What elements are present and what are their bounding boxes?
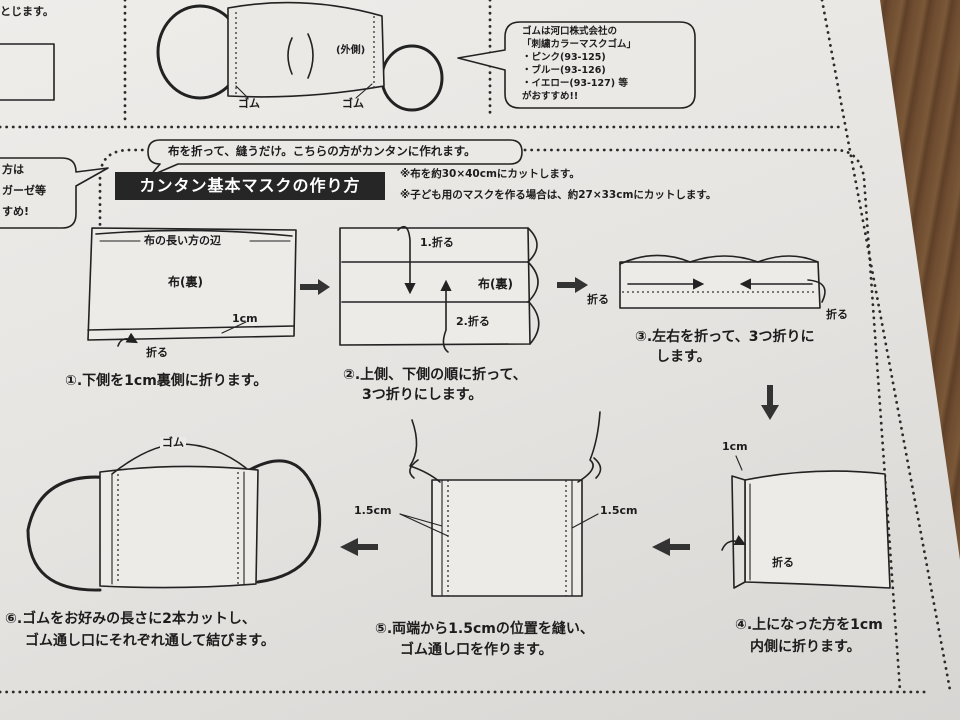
step6-caption: ゴム通し口にそれぞれ通して結びます。 [25,633,275,649]
step3-diagram [619,254,826,309]
step4-fold-label: 折る [772,556,794,569]
step3-fold-left-label: 折る [587,293,609,306]
step1-caption: ①.下側を1cm裏側に折ります。 [65,373,268,389]
cut-size-note: ※布を約30×40cmにカットします。 [400,168,580,180]
child-size-note: ※子ども用のマスクを作る場合は、約27×33cmにカットします。 [400,189,717,201]
side-bubble-line: 方は [2,163,24,176]
step4-diagram [721,455,891,589]
step2-fold-second-label: 2.折る [456,315,490,328]
step3-caption: します。 [656,349,711,365]
step3-caption: ③.左右を折って、3つ折りに [635,329,815,345]
step5-measure-right-label: 1.5cm [600,504,638,517]
mask-outer-label: (外側) [336,45,366,56]
step1-fold-label: 折る [146,346,168,359]
step1-long-edge-label: 布の長い方の辺 [142,234,223,247]
step3-fold-right-label: 折る [826,308,848,321]
step2-caption: ②.上側、下側の順に折って、 [343,367,527,383]
step6-caption: ⑥.ゴムをお好みの長さに2本カットし、 [5,611,256,627]
recommend-bubble-shape [457,21,696,109]
intro-bubble-shape [147,139,523,177]
side-bubble-shape [0,157,109,229]
step1-diagram [87,227,297,347]
step5-diagram [399,411,602,597]
step4-caption: 内側に折ります。 [750,639,861,655]
step2-fabric-label: 布(裏) [478,277,513,291]
step6-diagram [26,443,322,592]
arrow-step3-to-step4 [761,385,779,420]
step4-measure-label: 1cm [722,440,748,453]
side-bubble-line: ガーゼ等 [2,184,46,197]
step2-fold-first-label: 1.折る [420,236,454,249]
step4-caption: ④.上になった方を1cm [735,617,883,633]
intro-bubble-text: 布を折って、縫うだけ。こちらの方がカンタンに作れます。 [168,144,476,158]
section-title: カンタン基本マスクの作り方 [115,172,385,200]
header-fragment: とじます。 [0,5,54,18]
recommend-line: ・イエロー(93-127) 等 [522,78,628,89]
recommend-line: ・ブルー(93-126) [522,65,606,76]
mask-illustration-top [156,1,444,112]
step5-caption: ゴム通し口を作ります。 [400,642,553,658]
step1-measure-label: 1cm [232,312,258,325]
recommend-line: ゴムは河口株式会社の [522,26,618,37]
step2-diagram [339,225,540,353]
recommend-line: 「刺繍カラーマスクゴム」 [522,39,637,50]
recommend-line: ・ピンク(93-125) [522,52,606,63]
partial-box [0,43,55,101]
step1-fabric-label: 布(裏) [168,275,203,289]
arrow-step5-to-step6 [340,538,378,556]
step2-caption: 3つ折りにします。 [362,387,483,403]
arrow-step2-to-step3 [557,277,588,293]
step5-caption: ⑤.両端から1.5cmの位置を縫い、 [375,621,594,637]
recommend-line: がおすすめ!! [522,91,579,102]
step5-measure-left-label: 1.5cm [354,504,392,517]
arrow-step4-to-step5 [652,538,690,556]
side-bubble-line: すめ! [2,205,30,218]
step6-elastic-label: ゴム [160,436,186,449]
elastic-right-label: ゴム [342,97,364,110]
arrow-step1-to-step2 [300,279,330,295]
elastic-left-label: ゴム [238,97,260,110]
